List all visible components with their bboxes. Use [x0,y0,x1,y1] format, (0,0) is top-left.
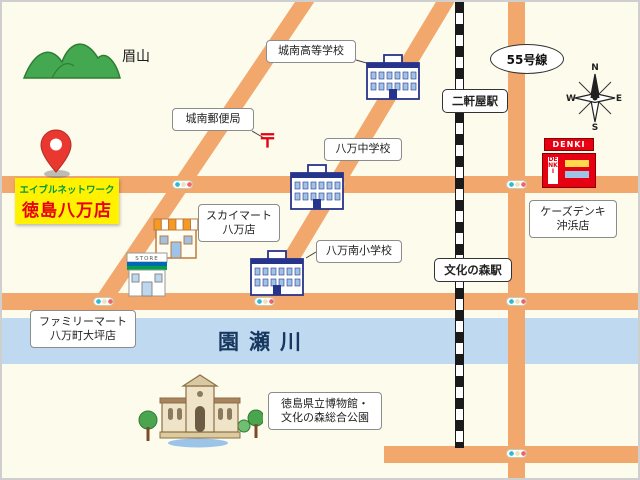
mountain-icon [22,43,121,79]
railway-line [455,2,464,448]
compass-icon: N S W E [566,63,622,130]
highschool-building-icon [366,54,420,100]
label-ks-denki-line1: ケーズデンキ [540,204,606,218]
traffic-signal [506,449,527,458]
label-skymart-line1: スカイマート [206,208,272,222]
label-familymart: ファミリーマート 八万町大坪店 [30,310,136,348]
shop-store-name: 徳島八万店 [22,200,112,221]
label-museum-line1: 徳島県立博物館・ [281,396,369,410]
mountain-label: 眉山 [122,49,150,65]
traffic-signal [506,180,527,189]
junior-high-building-icon [290,164,344,210]
compass-s: S [592,123,598,130]
denki-vertical-letters: DENKI [548,157,558,184]
post-office-symbol: 〒 [258,130,278,152]
label-museum-line2: 文化の森総合公園 [281,411,369,424]
denki-roof-sign: DENKI [544,138,594,151]
traffic-signal [506,297,527,306]
river-label: 園瀬川 [218,330,311,354]
route-55-sign: 55号線 [490,44,564,74]
denki-body: DENKI [542,153,596,188]
compass-n: N [591,63,599,73]
station-bunkanomori: 文化の森駅 [434,258,512,282]
location-pin-icon [40,129,72,173]
traffic-signal [172,180,193,189]
store-sign-text: STORE [135,256,158,262]
label-ks-denki-line2: 沖浜店 [556,219,590,232]
denki-roof-sign-text: DENKI [552,140,586,149]
elementary-building-icon [250,250,304,296]
road-route-55 [508,2,525,478]
familymart-store-icon: STORE [126,252,168,297]
label-skymart: スカイマート 八万店 [198,204,280,242]
label-familymart-line1: ファミリーマート [39,314,127,328]
compass-e: E [616,94,622,104]
pin-shadow [44,170,70,178]
shop-company-name: エイブルネットワーク [19,184,115,196]
label-ks-denki: ケーズデンキ 沖浜店 [529,200,617,238]
denki-window [565,171,589,178]
label-familymart-line2: 八万町大坪店 [50,329,116,342]
shop-callout: エイブルネットワーク 徳島八万店 [15,178,119,224]
traffic-signal [93,297,114,306]
label-elementary: 八万南小学校 [316,240,402,263]
museum-building-icon [138,374,263,448]
road-horizontal-south [2,293,638,310]
traffic-signal [254,297,275,306]
ks-denki-building-icon: DENKI DENKI [542,138,596,188]
label-highschool: 城南高等学校 [266,40,356,63]
label-junior-high: 八万中学校 [324,138,402,161]
compass-w: W [566,94,576,104]
label-skymart-line2: 八万店 [222,223,256,236]
denki-window [565,160,589,167]
station-nikenya: 二軒屋駅 [442,89,508,113]
label-museum: 徳島県立博物館・ 文化の森総合公園 [268,392,382,430]
label-post-office: 城南郵便局 [172,108,254,131]
